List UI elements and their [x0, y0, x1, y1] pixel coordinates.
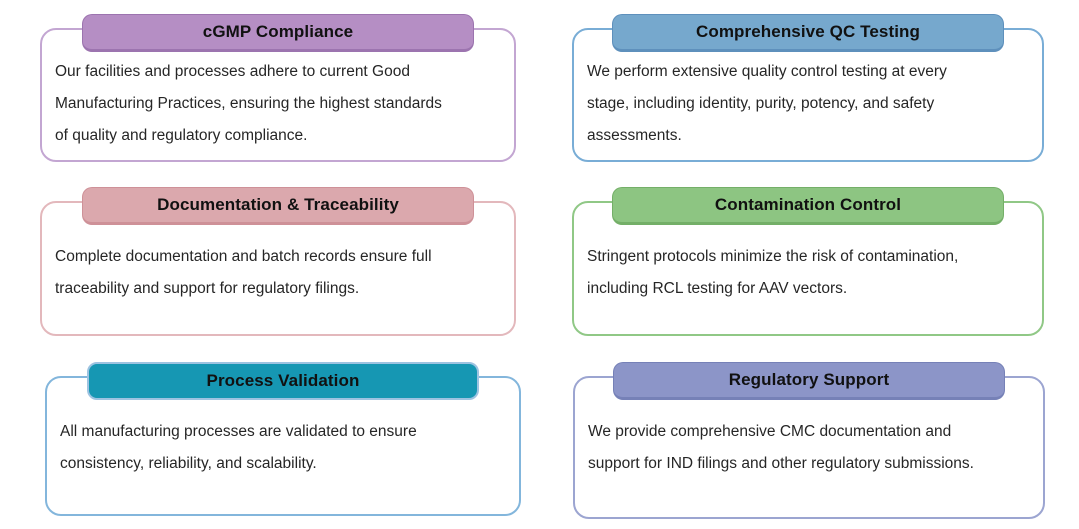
card-body-text: We perform extensive quality control tes… [587, 63, 947, 144]
card-body-text: Stringent protocols minimize the risk of… [587, 248, 959, 297]
card-title: Process Validation [206, 371, 360, 390]
card-body-text: Complete documentation and batch records… [55, 248, 432, 297]
card-title: Documentation & Traceability [157, 195, 399, 214]
card-cgmp-compliance: cGMP Compliance Our facilities and proce… [40, 14, 516, 162]
card-body-text: All manufacturing processes are validate… [60, 423, 417, 472]
card-title: cGMP Compliance [202, 22, 354, 41]
card-title-pill: Documentation & Traceability [82, 187, 474, 225]
card-documentation-traceability: Documentation & Traceability Complete do… [40, 187, 516, 336]
card-title-pill: Comprehensive QC Testing [612, 14, 1004, 52]
card-regulatory-support: Regulatory Support We provide comprehens… [573, 362, 1045, 519]
card-contamination-control: Contamination Control Stringent protocol… [572, 187, 1044, 336]
card-body-text: We provide comprehensive CMC documentati… [588, 423, 974, 472]
card-title: Contamination Control [714, 195, 902, 214]
card-comprehensive-qc-testing: Comprehensive QC Testing We perform exte… [572, 14, 1044, 162]
card-title: Comprehensive QC Testing [695, 22, 921, 41]
card-process-validation: Process Validation All manufacturing pro… [45, 362, 521, 516]
card-title-pill: Regulatory Support [613, 362, 1005, 400]
card-title-pill: Process Validation [87, 362, 479, 400]
card-body-text: Our facilities and processes adhere to c… [55, 63, 442, 144]
card-title: Regulatory Support [728, 370, 890, 389]
card-title-pill: Contamination Control [612, 187, 1004, 225]
card-title-pill: cGMP Compliance [82, 14, 474, 52]
